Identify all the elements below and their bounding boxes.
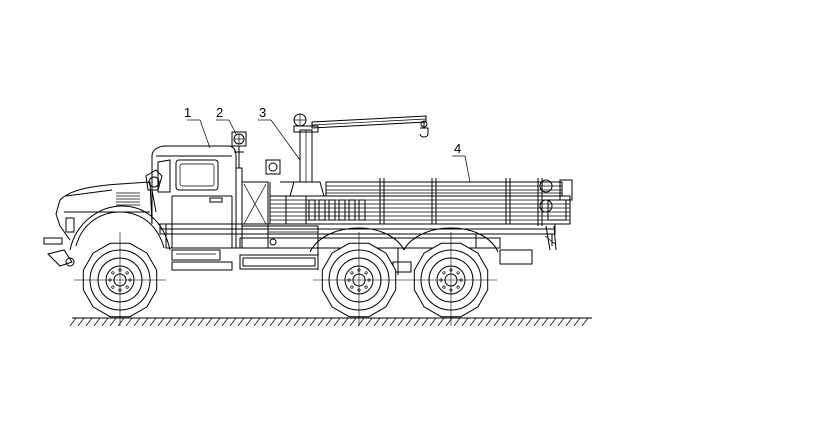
side-box bbox=[267, 225, 319, 249]
callout-label-4: 4 bbox=[454, 141, 461, 156]
callout-label-3: 3 bbox=[259, 105, 266, 120]
cab bbox=[151, 145, 269, 271]
chassis-frame bbox=[159, 223, 556, 275]
wheel bbox=[405, 232, 497, 326]
crane bbox=[265, 113, 429, 197]
wheels bbox=[74, 227, 499, 326]
wheel bbox=[74, 232, 166, 326]
pipe-couplings bbox=[269, 182, 366, 225]
pipe-load bbox=[269, 178, 573, 251]
ground-hatching bbox=[69, 317, 589, 327]
ground bbox=[69, 317, 592, 327]
engine-hood bbox=[43, 169, 171, 267]
callout-label-2: 2 bbox=[216, 105, 223, 120]
roof-lamp bbox=[231, 131, 247, 168]
callout-label-1: 1 bbox=[184, 105, 191, 120]
callouts: 1 2 3 4 bbox=[184, 105, 471, 183]
wheel bbox=[313, 232, 405, 326]
